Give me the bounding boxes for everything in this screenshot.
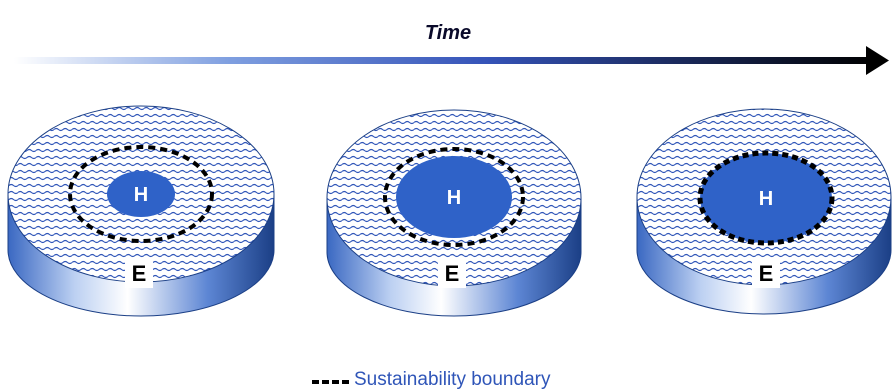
disk-1-h-label: H xyxy=(134,184,148,206)
disk-3: H E xyxy=(636,108,892,315)
disk-1-e-box xyxy=(125,259,153,288)
time-arrow xyxy=(14,46,889,75)
disk-2-h-label: H xyxy=(447,187,461,209)
legend: Sustainability boundary xyxy=(312,369,551,390)
disk-3-h-label: H xyxy=(759,188,773,210)
disk-1-e-label: E xyxy=(132,261,147,286)
disk-1-sustainability-boundary xyxy=(68,145,214,243)
disk-1: H E xyxy=(7,105,275,317)
disk-2-e-box xyxy=(438,259,466,288)
disk-2-e-label: E xyxy=(445,261,460,286)
disk-1-h-zone xyxy=(107,171,175,217)
disk-2-sustainability-boundary xyxy=(383,147,525,247)
legend-label: Sustainability boundary xyxy=(354,369,551,390)
disk-2-h-zone xyxy=(396,156,512,238)
disk-3-e-label: E xyxy=(759,261,774,286)
time-arrow-shaft xyxy=(14,57,872,64)
disk-3-h-zone-at-boundary xyxy=(697,150,835,246)
time-arrow-head xyxy=(866,46,889,75)
disk-2: H E xyxy=(326,109,582,317)
disk-3-e-box xyxy=(752,259,780,288)
time-label: Time xyxy=(425,22,471,44)
